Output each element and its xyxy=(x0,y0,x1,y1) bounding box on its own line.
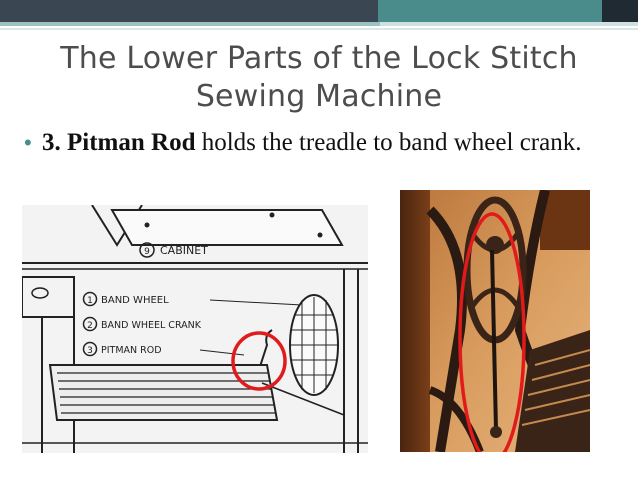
bullet-description: holds the treadle to band wheel crank. xyxy=(195,129,582,156)
header-rule-light xyxy=(380,22,638,26)
top-banner xyxy=(0,0,638,22)
sewing-machine-diagram: 9 CABINET 1 BAND WHEEL 2 BAND WHEEL CRAN… xyxy=(22,205,368,453)
band-wheel-crank-label: BAND WHEEL CRANK xyxy=(101,320,202,331)
slide-title-line-1: The Lower Parts of the Lock Stitch xyxy=(60,41,578,76)
slide-title-line-2: Sewing Machine xyxy=(195,79,443,114)
cabinet-number: 9 xyxy=(144,247,150,257)
header-rule xyxy=(0,22,380,26)
band-wheel-crank-number: 2 xyxy=(87,321,93,331)
top-banner-dark-segment xyxy=(602,0,638,22)
pitman-rod-photo xyxy=(400,190,590,452)
pitman-rod-label: PITMAN ROD xyxy=(101,345,162,356)
header-rule-thin xyxy=(0,28,638,30)
band-wheel-label: BAND WHEEL xyxy=(101,295,169,306)
cabinet-label: CABINET xyxy=(160,244,208,257)
pitman-rod-number: 3 xyxy=(87,346,93,356)
bullet-term: 3. Pitman Rod xyxy=(42,129,196,156)
band-wheel-number: 1 xyxy=(87,296,93,306)
bullet-point: • 3. Pitman Rod holds the treadle to ban… xyxy=(24,128,624,158)
top-banner-teal-segment xyxy=(378,0,638,22)
highlight-circle-photo xyxy=(458,212,526,452)
slide-title: The Lower Parts of the Lock Stitch Sewin… xyxy=(10,40,628,116)
bullet-dot-icon: • xyxy=(24,130,32,155)
bullet-text: 3. Pitman Rod holds the treadle to band … xyxy=(24,128,624,158)
highlight-circle-diagram xyxy=(231,331,287,391)
